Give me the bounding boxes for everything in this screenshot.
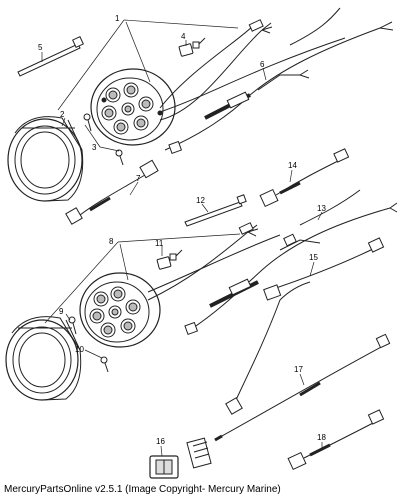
copyright-footer: MercuryPartsOnline v2.5.1 (Image Copyrig… — [4, 484, 281, 495]
pigtail-7 — [65, 159, 159, 225]
screw-upper-a — [83, 113, 92, 132]
callout-8: 8 — [109, 237, 114, 246]
harness-17 — [214, 333, 391, 442]
callout-6: 6 — [260, 60, 265, 69]
callout-17: 17 — [294, 365, 303, 374]
callout-13: 13 — [317, 204, 326, 213]
callout-18: 18 — [317, 433, 326, 442]
callout-labels: 1 2 3 4 5 6 7 8 9 10 11 12 13 14 15 16 1… — [38, 14, 326, 446]
callout-12: 12 — [196, 196, 205, 205]
light-housing-upper — [90, 68, 176, 146]
callout-11: 11 — [155, 239, 164, 248]
light-housing-lower — [79, 272, 161, 348]
connector-upper-4 — [178, 37, 206, 57]
connector-lower-11 — [156, 249, 183, 270]
callout-14: 14 — [288, 161, 297, 170]
wire-harness-upper — [159, 19, 346, 121]
harness-13 — [184, 189, 398, 336]
harness-6 — [164, 7, 394, 155]
callout-1: 1 — [115, 14, 120, 23]
callout-16: 16 — [156, 437, 165, 446]
pigtail-14 — [259, 148, 350, 208]
callout-15: 15 — [309, 253, 318, 262]
callout-10: 10 — [75, 345, 84, 354]
pigtail-18 — [287, 409, 385, 471]
callout-4: 4 — [181, 32, 186, 41]
cable-tie-upper — [17, 36, 84, 77]
leader-lines — [41, 19, 323, 457]
rocker-switch-16 — [149, 437, 212, 479]
screw-lower-9 — [68, 316, 77, 335]
callout-9: 9 — [59, 307, 64, 316]
wire-harness-lower — [147, 222, 281, 301]
callout-5: 5 — [38, 43, 43, 52]
screw-upper-b — [115, 149, 124, 166]
callout-3: 3 — [92, 143, 97, 152]
harness-15 — [225, 237, 385, 415]
bezel-ring-lower — [5, 316, 82, 401]
bezel-ring-upper — [7, 116, 84, 202]
cable-tie-12 — [184, 194, 247, 227]
screw-lower-10 — [100, 356, 109, 373]
callout-7: 7 — [136, 174, 141, 183]
callout-2: 2 — [60, 110, 65, 119]
